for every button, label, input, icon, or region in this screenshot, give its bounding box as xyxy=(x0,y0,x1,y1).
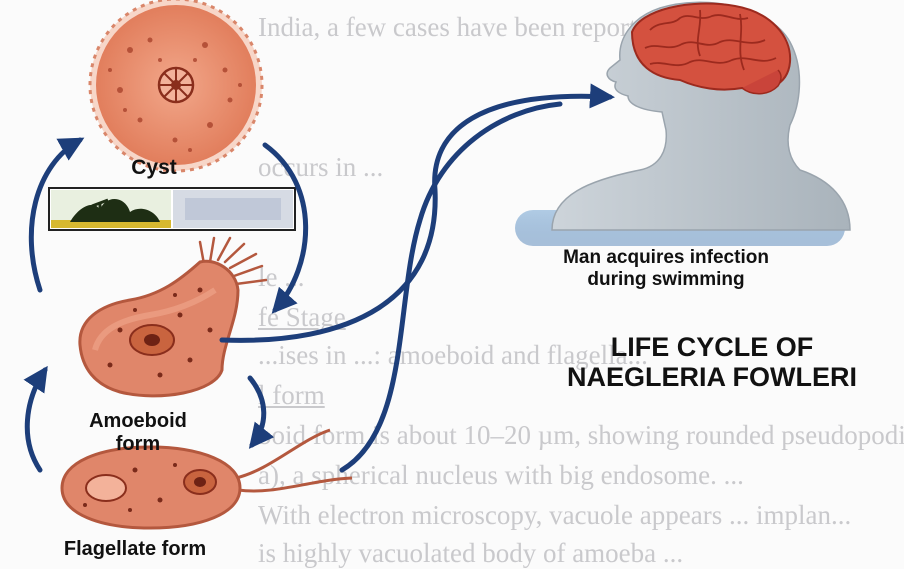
infection-caption-line2: during swimming xyxy=(516,269,816,291)
amoeboid-label-line1: Amoeboid xyxy=(68,410,208,433)
arrow-amoeboid-to-flagellate xyxy=(250,378,264,445)
amoeboid-form-illustration xyxy=(80,238,266,396)
arrow-flagellate-to-amoeboid xyxy=(27,370,45,470)
human-head-illustration xyxy=(515,2,850,246)
amoeboid-form-label: Amoeboid form xyxy=(68,410,208,456)
title-line2: NAEGLERIA FOWLERI xyxy=(520,362,904,392)
cyst-label: Cyst xyxy=(104,156,204,180)
infection-caption: Man acquires infection during swimming xyxy=(516,247,816,291)
habitat-panel xyxy=(49,188,295,230)
amoeboid-label-line2: form xyxy=(68,433,208,456)
cyst-illustration xyxy=(90,0,262,171)
flagellate-form-label: Flagellate form xyxy=(10,538,260,561)
title-line1: LIFE CYCLE OF xyxy=(520,332,904,362)
diagram-title: LIFE CYCLE OF NAEGLERIA FOWLERI xyxy=(520,332,904,392)
infection-caption-line1: Man acquires infection xyxy=(516,247,816,269)
